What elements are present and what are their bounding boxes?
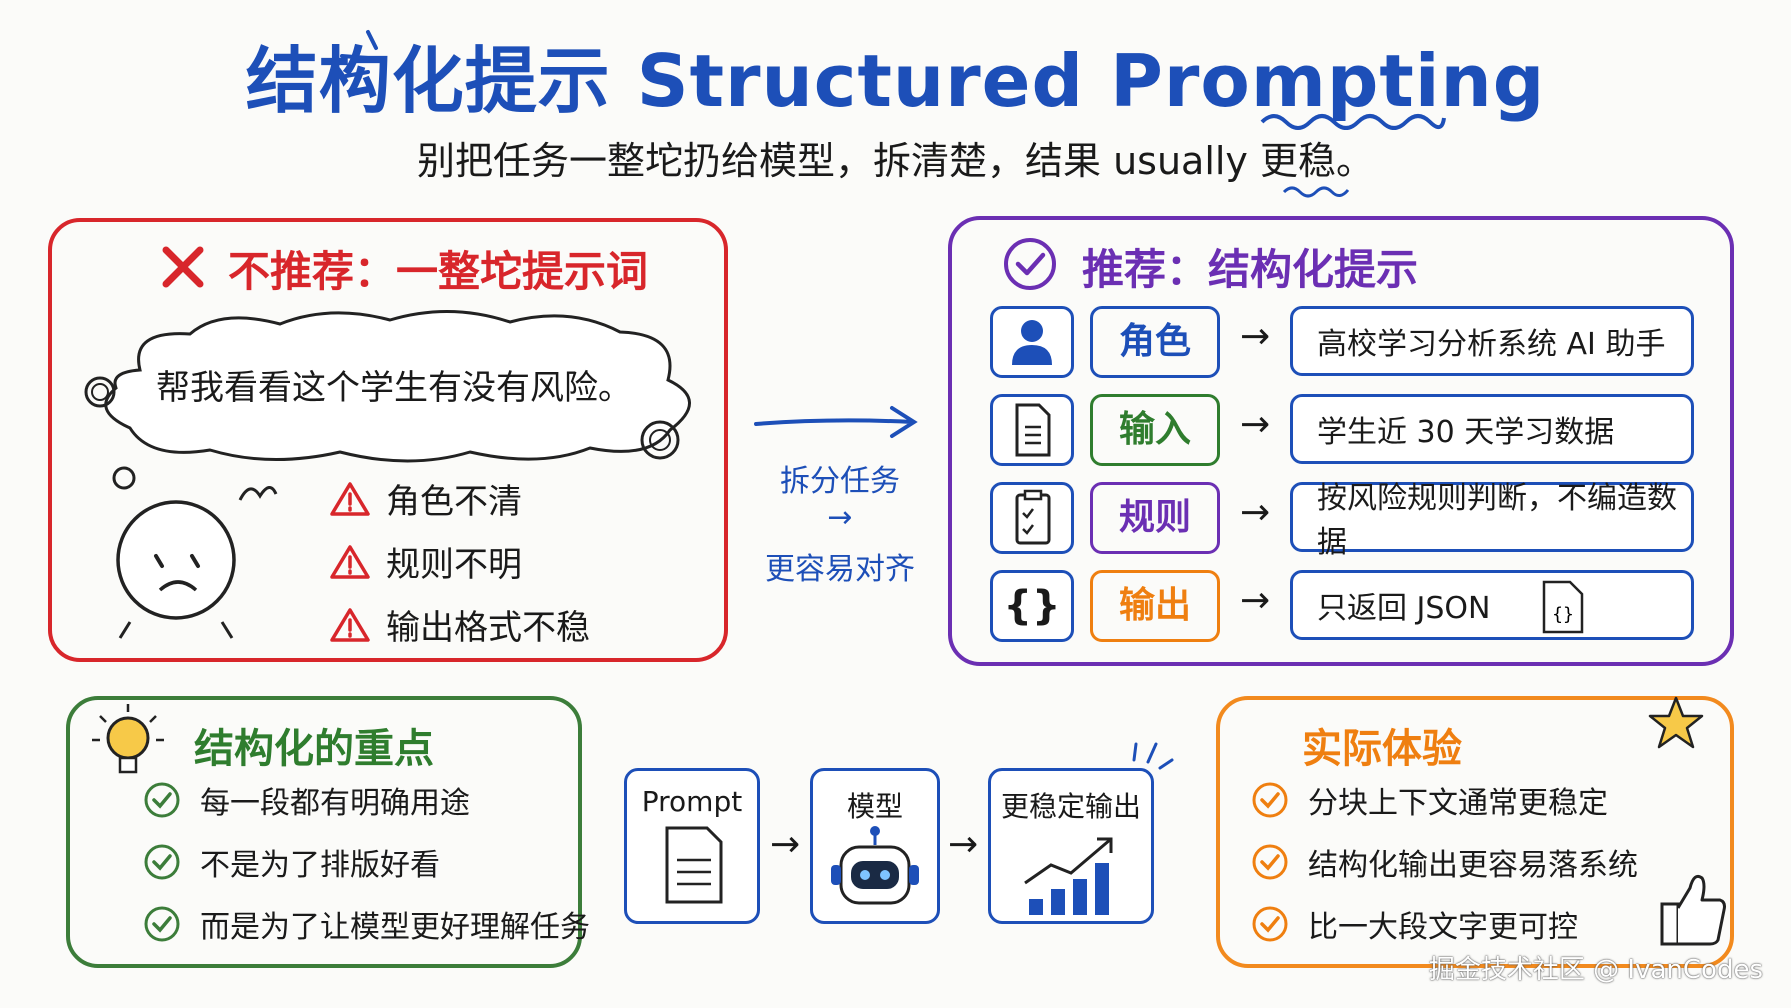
squiggle-underline-small <box>1282 186 1350 198</box>
check-item: 分块上下文通常更稳定 <box>1250 778 1638 822</box>
small-arrow: → <box>827 500 853 535</box>
page-subtitle: 别把任务一整坨扔给模型，拆清楚，结果 usually 更稳。 <box>416 139 1375 183</box>
experience-panel <box>1216 696 1734 968</box>
growth-chart-icon <box>1024 837 1113 915</box>
key-points-title: 结构化的重点 <box>194 726 434 772</box>
warning-text: 输出格式不稳 <box>386 608 590 648</box>
role-label: 角色 <box>1090 306 1220 378</box>
row-icon-box <box>990 394 1074 466</box>
recommended-title: 推荐：结构化提示 <box>1082 245 1419 294</box>
check-circle-icon <box>144 782 180 818</box>
check-circle-icon <box>144 906 180 942</box>
check-text: 每一段都有明确用途 <box>200 786 470 821</box>
flow-arrow: → <box>948 824 979 865</box>
experience-list: 分块上下文通常更稳定 结构化输出更容易落系统 比一大段文字更可控 <box>1250 778 1638 946</box>
check-circle-icon <box>1252 906 1288 942</box>
key-points-panel <box>66 696 582 968</box>
braces-icon: {} <box>990 570 1074 642</box>
warning-list: 角色不清 规则不明 输出格式不稳 <box>330 474 590 649</box>
user-icon <box>1012 320 1052 365</box>
check-text: 结构化输出更容易落系统 <box>1308 848 1638 883</box>
stable-output-box: 更稳定输出 <box>988 768 1154 924</box>
warning-icon <box>330 607 370 642</box>
key-points-list: 每一段都有明确用途 不是为了排版好看 而是为了让模型更好理解任务 <box>142 778 590 946</box>
experience-title: 实际体验 <box>1302 726 1462 772</box>
squiggle-underline <box>1260 114 1446 130</box>
row-icon-box <box>990 306 1074 378</box>
check-text: 不是为了排版好看 <box>200 848 440 883</box>
warning-text: 角色不清 <box>386 482 522 522</box>
page-title: 结构化提示 Structured Prompting <box>245 39 1546 123</box>
check-item: 不是为了排版好看 <box>142 840 590 884</box>
document-icon <box>1015 403 1051 457</box>
check-item: 比一大段文字更可控 <box>1250 902 1638 946</box>
stable-output-label: 更稳定输出 <box>1000 790 1141 823</box>
sparkle-icon <box>1132 742 1174 770</box>
cloud-text: 帮我看看这个学生有没有风险。 <box>156 368 632 408</box>
star-icon <box>1648 696 1704 749</box>
document-icon <box>665 826 723 904</box>
input-value: 学生近 30 天学习数据 <box>1290 394 1694 464</box>
lightbulb-icon <box>92 704 164 774</box>
worried-face-icon <box>112 466 278 639</box>
split-task-label: 拆分任务 <box>780 464 900 499</box>
prompt-label: Prompt <box>641 785 743 818</box>
row-icon-box <box>990 482 1074 554</box>
output-label: 输出 <box>1090 570 1220 642</box>
warning-icon <box>330 544 370 579</box>
check-circle-icon <box>1252 844 1288 880</box>
check-circle-icon <box>144 844 180 880</box>
check-item: 每一段都有明确用途 <box>142 778 590 822</box>
json-file-icon: {} <box>1542 580 1584 634</box>
warning-text: 规则不明 <box>386 545 522 585</box>
robot-icon <box>831 826 919 905</box>
model-box: 模型 <box>810 768 940 924</box>
warning-icon <box>330 481 370 516</box>
warning-item: 输出格式不稳 <box>330 600 590 649</box>
row-arrow: → <box>1240 404 1271 445</box>
json-file-glyph: {} <box>1552 604 1574 625</box>
output-value: 只返回 JSON <box>1290 570 1694 640</box>
not-recommended-panel <box>48 218 728 662</box>
easier-align-label: 更容易对齐 <box>765 552 915 587</box>
recommended-panel <box>948 216 1734 666</box>
row-arrow: → <box>1240 316 1271 357</box>
row-arrow: → <box>1240 492 1271 533</box>
checklist-icon <box>1015 489 1051 545</box>
rules-value: 按风险规则判断，不编造数据 <box>1290 481 1694 560</box>
input-label: 输入 <box>1090 394 1220 466</box>
role-value: 高校学习分析系统 AI 助手 <box>1290 306 1694 376</box>
thought-cloud <box>84 310 691 463</box>
check-text: 比一大段文字更可控 <box>1308 910 1578 945</box>
arrow-right-icon <box>754 406 918 438</box>
check-text: 而是为了让模型更好理解任务 <box>200 910 590 945</box>
check-item: 而是为了让模型更好理解任务 <box>142 902 590 946</box>
flow-arrow: → <box>770 824 801 865</box>
thumbs-up-icon <box>1660 874 1726 946</box>
model-label: 模型 <box>846 790 903 823</box>
check-item: 结构化输出更容易落系统 <box>1250 840 1638 884</box>
check-circle-icon <box>1252 782 1288 818</box>
check-circle-icon <box>1004 238 1056 290</box>
row-arrow: → <box>1240 580 1271 621</box>
sparkle-icon <box>340 30 378 78</box>
watermark: 掘金技术社区 @ IvanCodes <box>1428 955 1763 985</box>
cross-icon <box>162 246 204 288</box>
warning-item: 规则不明 <box>330 537 590 586</box>
rules-label: 规则 <box>1090 482 1220 554</box>
prompt-box: Prompt <box>624 768 760 924</box>
warning-item: 角色不清 <box>330 474 590 523</box>
not-recommended-title: 不推荐：一整坨提示词 <box>228 247 649 296</box>
check-text: 分块上下文通常更稳定 <box>1308 786 1608 821</box>
